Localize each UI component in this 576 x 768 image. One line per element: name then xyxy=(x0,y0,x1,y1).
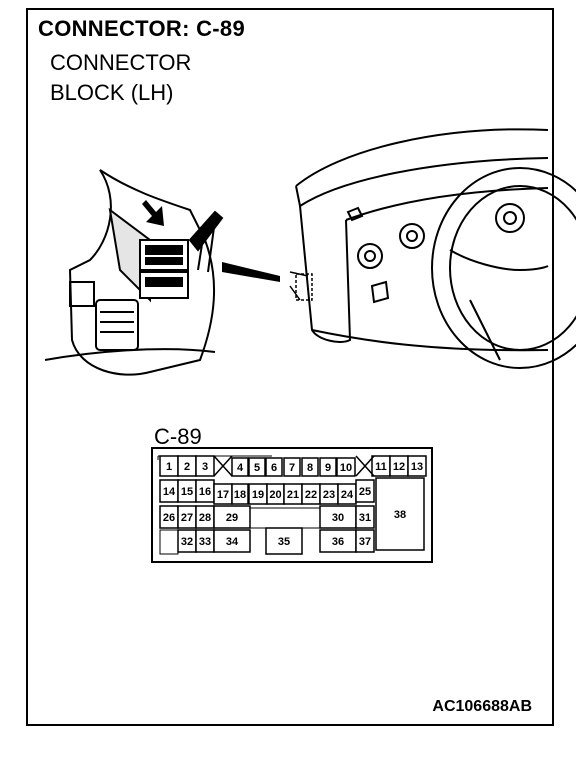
pin-label: 23 xyxy=(323,489,335,501)
pin-label: 29 xyxy=(226,512,238,524)
pin-25: 25 xyxy=(355,479,375,503)
pin-15: 15 xyxy=(177,479,197,503)
pin-label: 34 xyxy=(226,536,239,548)
pin-label: 20 xyxy=(269,489,281,501)
pin-19: 19 xyxy=(248,483,268,505)
pin-label: 28 xyxy=(199,512,211,524)
figure-code: AC106688AB xyxy=(432,698,532,715)
pin-label: 21 xyxy=(287,489,299,501)
pin-label: 3 xyxy=(202,461,208,473)
pin-28: 28 xyxy=(195,505,215,529)
pin-27: 27 xyxy=(177,505,197,529)
pin-14: 14 xyxy=(159,479,179,503)
pin-label: 37 xyxy=(359,536,371,548)
pin-label: 27 xyxy=(181,512,193,524)
pin-36: 36 xyxy=(319,529,357,553)
pin-label: 1 xyxy=(166,461,172,473)
pin-22: 22 xyxy=(301,483,321,505)
pin-21: 21 xyxy=(283,483,303,505)
pin-1: 1 xyxy=(159,455,179,477)
pin-label: 31 xyxy=(359,512,371,524)
dashboard-illustration xyxy=(295,128,576,369)
pin-32: 32 xyxy=(177,529,197,553)
location-arrow-icon xyxy=(142,200,164,226)
pin-label: 11 xyxy=(375,461,387,473)
pin-24: 24 xyxy=(337,483,357,505)
pin-2: 2 xyxy=(177,455,197,477)
pin-label: 32 xyxy=(181,536,193,548)
blank-pin-marker xyxy=(355,455,375,477)
pin-34: 34 xyxy=(213,529,251,553)
pin-label: 26 xyxy=(163,512,175,524)
pin-31: 31 xyxy=(355,505,375,529)
pin-label: 19 xyxy=(252,489,264,501)
diagram-frame: CONNECTOR: C-89 CONNECTOR BLOCK (LH) C-8… xyxy=(26,8,554,726)
pin-33: 33 xyxy=(195,529,215,553)
pin-label: 24 xyxy=(341,489,354,501)
pin-38: 38 xyxy=(375,477,425,551)
connector-description: CONNECTOR BLOCK (LH) xyxy=(50,48,191,108)
pin-13: 13 xyxy=(407,455,427,477)
pin-9: 9 xyxy=(319,457,337,477)
pin-label: 16 xyxy=(199,486,211,498)
blank-pin-marker xyxy=(213,455,233,477)
pin-7: 7 xyxy=(283,457,301,477)
pin-37: 37 xyxy=(355,529,375,553)
pin-label: 18 xyxy=(234,489,246,501)
pin-label: 33 xyxy=(199,536,211,548)
pin-16: 16 xyxy=(195,479,215,503)
pin-label: 6 xyxy=(271,462,277,474)
pin-3: 3 xyxy=(195,455,215,477)
pin-4: 4 xyxy=(231,457,249,477)
pin-23: 23 xyxy=(319,483,339,505)
pin-30: 30 xyxy=(319,505,357,529)
location-pointer-icon xyxy=(222,262,313,301)
pin-label: 22 xyxy=(305,489,317,501)
pin-label: 15 xyxy=(181,486,193,498)
pin-label: 14 xyxy=(163,486,176,498)
pin-11: 11 xyxy=(371,455,391,477)
pin-label: 30 xyxy=(332,512,344,524)
pin-18: 18 xyxy=(231,483,249,505)
pin-label: 10 xyxy=(340,462,352,474)
pin-26: 26 xyxy=(159,505,179,529)
pin-label: 17 xyxy=(217,489,229,501)
subtitle-line-1: CONNECTOR xyxy=(50,50,192,75)
pin-8: 8 xyxy=(301,457,319,477)
pin-label: 25 xyxy=(359,486,371,498)
pin-6: 6 xyxy=(265,457,283,477)
pin-17: 17 xyxy=(213,483,233,505)
pin-12: 12 xyxy=(389,455,409,477)
pin-10: 10 xyxy=(336,457,356,477)
pin-label: 9 xyxy=(325,462,331,474)
pin-label: 13 xyxy=(411,461,423,473)
pin-label: 8 xyxy=(307,462,313,474)
page-title: CONNECTOR: C-89 xyxy=(38,16,246,41)
pin-label: 36 xyxy=(332,536,344,548)
pin-label: 4 xyxy=(237,462,244,474)
connector-housing-detail xyxy=(159,455,321,555)
pin-label: 5 xyxy=(254,462,260,474)
pin-label: 35 xyxy=(278,536,290,548)
pin-5: 5 xyxy=(248,457,266,477)
pin-label: 38 xyxy=(394,509,406,521)
pin-label: 2 xyxy=(184,461,190,473)
subtitle-line-2: BLOCK (LH) xyxy=(50,80,174,105)
pin-label: 12 xyxy=(393,461,405,473)
pin-29: 29 xyxy=(213,505,251,529)
connector-face-label: C-89 xyxy=(154,424,202,449)
pin-35: 35 xyxy=(265,527,303,555)
pin-20: 20 xyxy=(266,483,285,505)
connector-block-closeup xyxy=(44,169,224,376)
pin-label: 7 xyxy=(289,462,295,474)
